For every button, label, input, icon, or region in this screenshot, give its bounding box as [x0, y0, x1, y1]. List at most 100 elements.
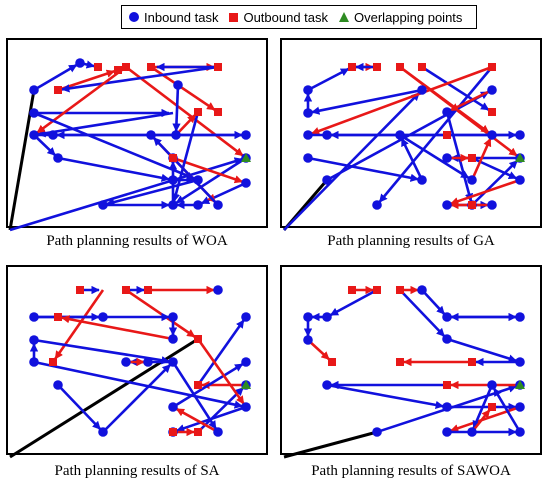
route-segment: [421, 65, 490, 111]
route-segment: [283, 430, 378, 459]
inbound-task-point: [171, 130, 181, 140]
inbound-task-point: [98, 200, 108, 210]
inbound-task-point: [417, 285, 427, 295]
inbound-task-point: [303, 335, 313, 345]
inbound-task-point: [168, 357, 178, 367]
inbound-task-point: [173, 80, 183, 90]
blue-circle-icon: [129, 12, 139, 22]
caption-sa: Path planning results of SA: [54, 463, 220, 479]
outbound-task-point: [194, 428, 202, 436]
route-segment: [196, 319, 245, 386]
route-segment: [125, 288, 196, 338]
inbound-task-point: [467, 427, 477, 437]
inbound-task-point: [168, 334, 178, 344]
inbound-task-point: [442, 107, 452, 117]
path-plot-sa: [9, 285, 251, 459]
inbound-task-point: [146, 130, 156, 140]
inbound-task-point: [372, 200, 382, 210]
route-segment: [57, 156, 170, 182]
inbound-task-point: [29, 130, 39, 140]
route-segment: [326, 383, 444, 410]
legend: Inbound task Outbound task Overlapping p…: [121, 5, 477, 29]
inbound-task-point: [168, 175, 178, 185]
outbound-task-point: [488, 63, 496, 71]
route-segment: [57, 384, 102, 431]
inbound-task-point: [467, 175, 477, 185]
inbound-task-point: [303, 130, 313, 140]
outbound-task-point: [488, 403, 496, 411]
inbound-task-point: [168, 200, 178, 210]
inbound-task-point: [241, 357, 251, 367]
outbound-task-point: [468, 358, 476, 366]
green-triangle-icon: [339, 12, 350, 22]
legend-outbound-label: Outbound task: [243, 9, 329, 25]
inbound-task-point: [48, 130, 58, 140]
inbound-task-point: [515, 312, 525, 322]
caption-woa: Path planning results of WOA: [46, 233, 228, 249]
route-segment: [399, 289, 446, 338]
route-segment: [33, 360, 243, 409]
outbound-task-point: [147, 63, 155, 71]
route-segment: [311, 88, 423, 115]
outbound-task-point: [94, 63, 102, 71]
route-segment: [472, 384, 494, 430]
overlapping-point: [515, 380, 525, 389]
route-segment: [61, 315, 174, 341]
inbound-task-point: [322, 175, 332, 185]
route-segment: [310, 65, 493, 135]
route-segment: [446, 337, 517, 363]
inbound-task-point: [98, 312, 108, 322]
outbound-task-point: [328, 358, 336, 366]
inbound-task-point: [322, 130, 332, 140]
route-segment: [33, 63, 78, 92]
inbound-task-point: [241, 312, 251, 322]
route-segment: [54, 289, 105, 360]
overlapping-point: [515, 153, 525, 162]
route-segment: [449, 178, 521, 206]
legend-inbound: Inbound task: [128, 10, 218, 25]
inbound-task-point: [442, 312, 452, 322]
inbound-task-point: [29, 312, 39, 322]
inbound-task-point: [515, 402, 525, 412]
inbound-task-point: [303, 108, 313, 118]
legend-inbound-label: Inbound task: [144, 9, 219, 25]
outbound-task-point: [443, 131, 451, 139]
overlapping-point: [241, 380, 251, 389]
outbound-task-point: [194, 381, 202, 389]
outbound-task-point: [214, 108, 222, 116]
inbound-task-point: [515, 175, 525, 185]
route-segment: [326, 90, 490, 182]
route-segment: [421, 289, 446, 315]
outbound-task-point: [122, 286, 130, 294]
outbound-task-point: [488, 108, 496, 116]
route-segment: [399, 65, 490, 134]
outbound-task-point: [144, 286, 152, 294]
inbound-task-point: [168, 312, 178, 322]
route-segment: [399, 133, 470, 179]
outbound-task-point: [396, 358, 404, 366]
outbound-task-point: [194, 108, 202, 116]
inbound-task-point: [193, 175, 203, 185]
route-segment: [9, 337, 199, 459]
route-segment: [445, 111, 474, 202]
inbound-task-point: [515, 427, 525, 437]
route-segment: [307, 156, 419, 182]
outbound-task-point: [194, 335, 202, 343]
route-segment: [492, 387, 522, 433]
inbound-task-point: [442, 427, 452, 437]
inbound-task-point: [29, 357, 39, 367]
outbound-task-point: [54, 86, 62, 94]
inbound-task-point: [29, 108, 39, 118]
inbound-task-point: [213, 200, 223, 210]
route-segment: [175, 156, 247, 204]
inbound-task-point: [241, 402, 251, 412]
inbound-task-point: [53, 380, 63, 390]
route-segment: [125, 65, 244, 157]
outbound-task-point: [49, 358, 57, 366]
route-segment: [150, 65, 216, 111]
outbound-task-point: [348, 63, 356, 71]
panel-woa: [6, 38, 268, 232]
inbound-task-point: [29, 85, 39, 95]
outbound-task-point: [443, 381, 451, 389]
route-segment: [196, 338, 245, 405]
